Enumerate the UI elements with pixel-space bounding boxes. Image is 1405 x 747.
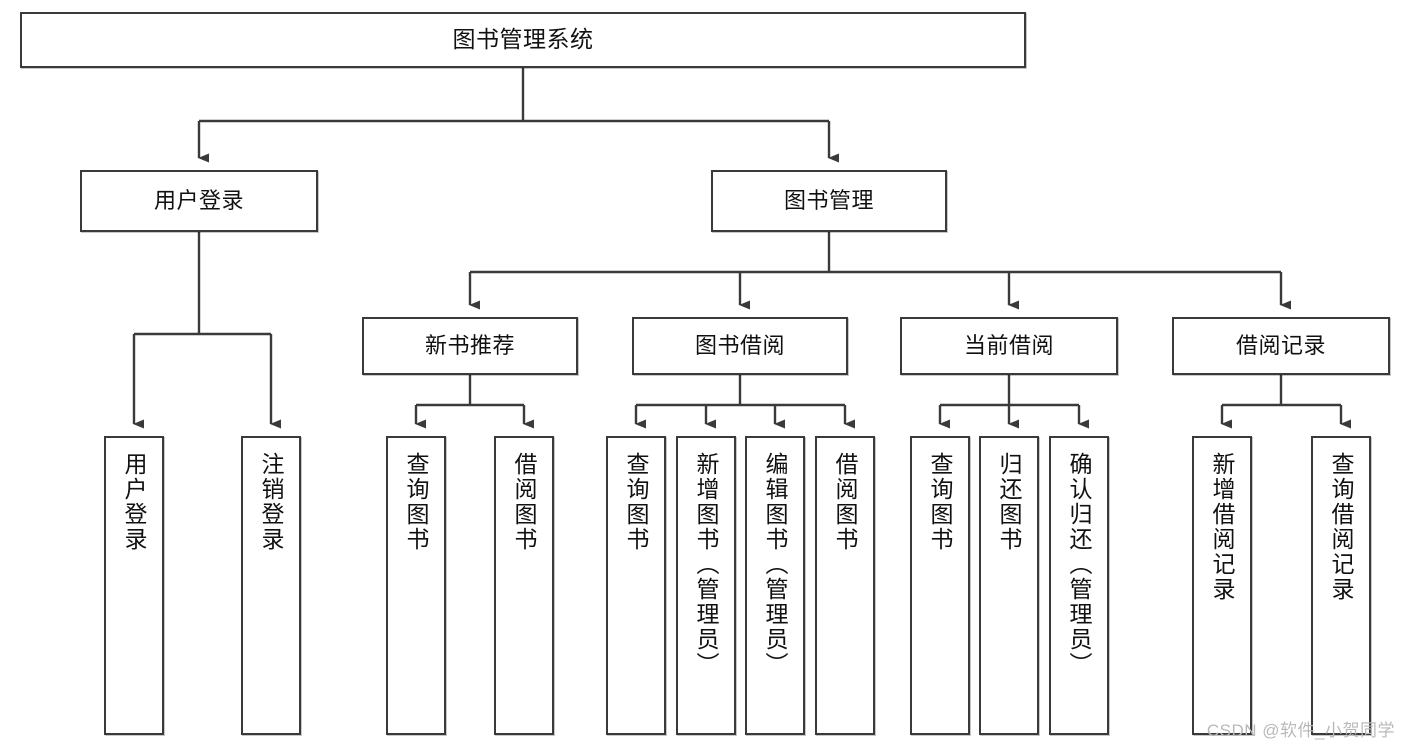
node-label: 用户登录 <box>153 187 244 213</box>
node-borrow-records[interactable]: 借阅记录 <box>1172 317 1390 375</box>
node-current-borrow[interactable]: 当前借阅 <box>900 317 1118 375</box>
leaf-user-login[interactable]: 用户登录 <box>104 436 164 735</box>
node-label: 新增借阅记录 <box>1209 452 1236 602</box>
leaf-confirm-return-admin[interactable]: 确认归还（管理员） <box>1049 436 1109 735</box>
node-book-borrow[interactable]: 图书借阅 <box>632 317 848 375</box>
node-label: 查询借阅记录 <box>1328 452 1355 602</box>
node-label: 图书借阅 <box>694 332 785 358</box>
node-user-login[interactable]: 用户登录 <box>80 170 318 232</box>
node-label: 借阅图书 <box>511 452 538 552</box>
node-label: 图书管理 <box>783 187 874 213</box>
node-new-book-recommend[interactable]: 新书推荐 <box>362 317 578 375</box>
leaf-query-book-borrow[interactable]: 查询图书 <box>606 436 666 735</box>
node-label: 归还图书 <box>996 452 1023 552</box>
leaf-query-borrow-record[interactable]: 查询借阅记录 <box>1311 436 1371 735</box>
leaf-return-book[interactable]: 归还图书 <box>979 436 1039 735</box>
leaf-query-book-newbook[interactable]: 查询图书 <box>386 436 446 735</box>
leaf-borrow-book[interactable]: 借阅图书 <box>815 436 875 735</box>
leaf-add-book-admin[interactable]: 新增图书（管理员） <box>676 436 736 735</box>
node-label: 编辑图书（管理员） <box>762 452 789 677</box>
node-label: 查询图书 <box>403 452 430 552</box>
node-label: 查询图书 <box>927 452 954 552</box>
node-book-management[interactable]: 图书管理 <box>711 170 947 232</box>
node-label: 当前借阅 <box>963 332 1054 358</box>
leaf-edit-book-admin[interactable]: 编辑图书（管理员） <box>745 436 805 735</box>
leaf-query-book-current[interactable]: 查询图书 <box>910 436 970 735</box>
node-label: 新书推荐 <box>424 332 515 358</box>
node-label: 图书管理系统 <box>452 26 594 53</box>
leaf-add-borrow-record[interactable]: 新增借阅记录 <box>1192 436 1252 735</box>
node-label: 确认归还（管理员） <box>1066 452 1093 677</box>
leaf-borrow-book-newbook[interactable]: 借阅图书 <box>494 436 554 735</box>
node-label: 借阅记录 <box>1235 332 1326 358</box>
node-label: 借阅图书 <box>832 452 859 552</box>
node-label: 查询图书 <box>623 452 650 552</box>
node-root-book-management-system[interactable]: 图书管理系统 <box>20 12 1026 68</box>
node-label: 用户登录 <box>121 452 148 552</box>
leaf-logout[interactable]: 注销登录 <box>241 436 301 735</box>
node-label: 注销登录 <box>258 452 285 552</box>
node-label: 新增图书（管理员） <box>693 452 720 677</box>
